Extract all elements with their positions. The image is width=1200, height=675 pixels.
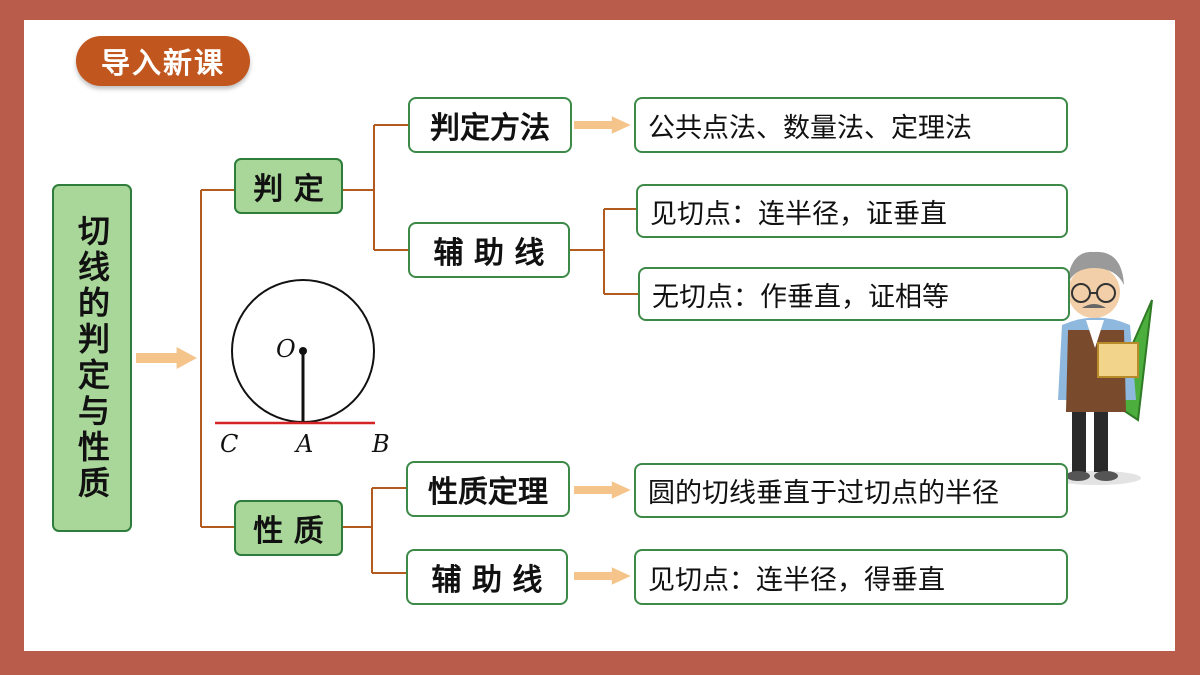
judge-aux-node: 辅 助 线 — [408, 222, 570, 278]
judge-method-detail: 公共点法、数量法、定理法 — [634, 97, 1068, 153]
arrow-icon — [574, 567, 631, 585]
property-aux-node: 辅 助 线 — [406, 549, 568, 605]
judge-aux-detail-2: 无切点：作垂直，证相等 — [638, 267, 1070, 321]
arrow-icon — [574, 481, 631, 499]
section-badge: 导入新课 — [76, 36, 250, 86]
property-label: 性 质 — [253, 514, 324, 549]
property-theorem-detail: 圆的切线垂直于过切点的半径 — [634, 463, 1068, 518]
property-theorem-node: 性质定理 — [406, 461, 570, 517]
arrow-icon — [574, 116, 631, 134]
teacher-illustration — [1053, 251, 1153, 485]
circle-tangent-figure — [215, 279, 375, 425]
judge-node: 判 定 — [234, 158, 343, 214]
point-label-a: A — [296, 430, 314, 458]
property-aux-detail: 见切点：连半径，得垂直 — [634, 549, 1068, 605]
judge-label: 判 定 — [253, 172, 324, 207]
root-node: 切线的判定与性质 — [52, 184, 132, 532]
point-label-b: B — [372, 430, 390, 458]
judge-method-node: 判定方法 — [408, 97, 572, 153]
judge-aux-detail-1: 见切点：连半径，证垂直 — [636, 184, 1068, 238]
property-node: 性 质 — [234, 500, 343, 556]
root-arrow-icon — [136, 347, 197, 369]
point-label-c: C — [220, 430, 239, 458]
point-label-o: O — [276, 335, 296, 363]
